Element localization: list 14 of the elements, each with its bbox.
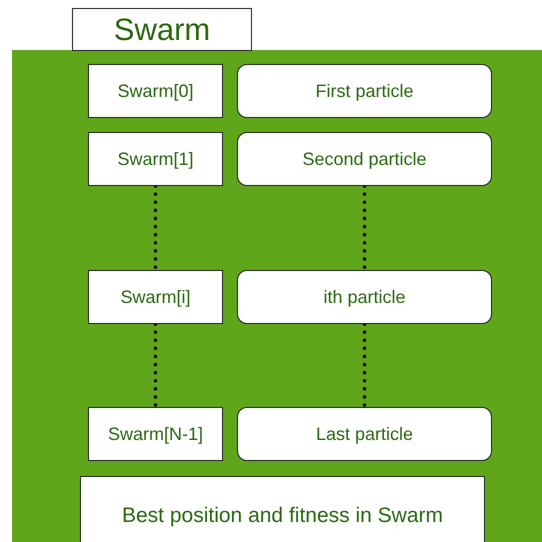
dotted-connector — [362, 184, 366, 272]
group-title: Swarm — [72, 8, 252, 51]
node-box: Swarm[N-1] — [88, 407, 223, 461]
node-box: First particle — [237, 64, 492, 118]
node-box: Swarm[i] — [88, 270, 223, 324]
dotted-connector — [154, 184, 158, 272]
node-box: Best position and fitness in Swarm — [80, 476, 485, 542]
dotted-connector — [362, 322, 366, 409]
node-box: Last particle — [237, 407, 492, 461]
node-box: Second particle — [237, 132, 492, 186]
node-box: Swarm[1] — [88, 132, 223, 186]
node-box: ith particle — [237, 270, 492, 324]
dotted-connector — [154, 322, 158, 409]
node-box: Swarm[0] — [88, 64, 223, 118]
